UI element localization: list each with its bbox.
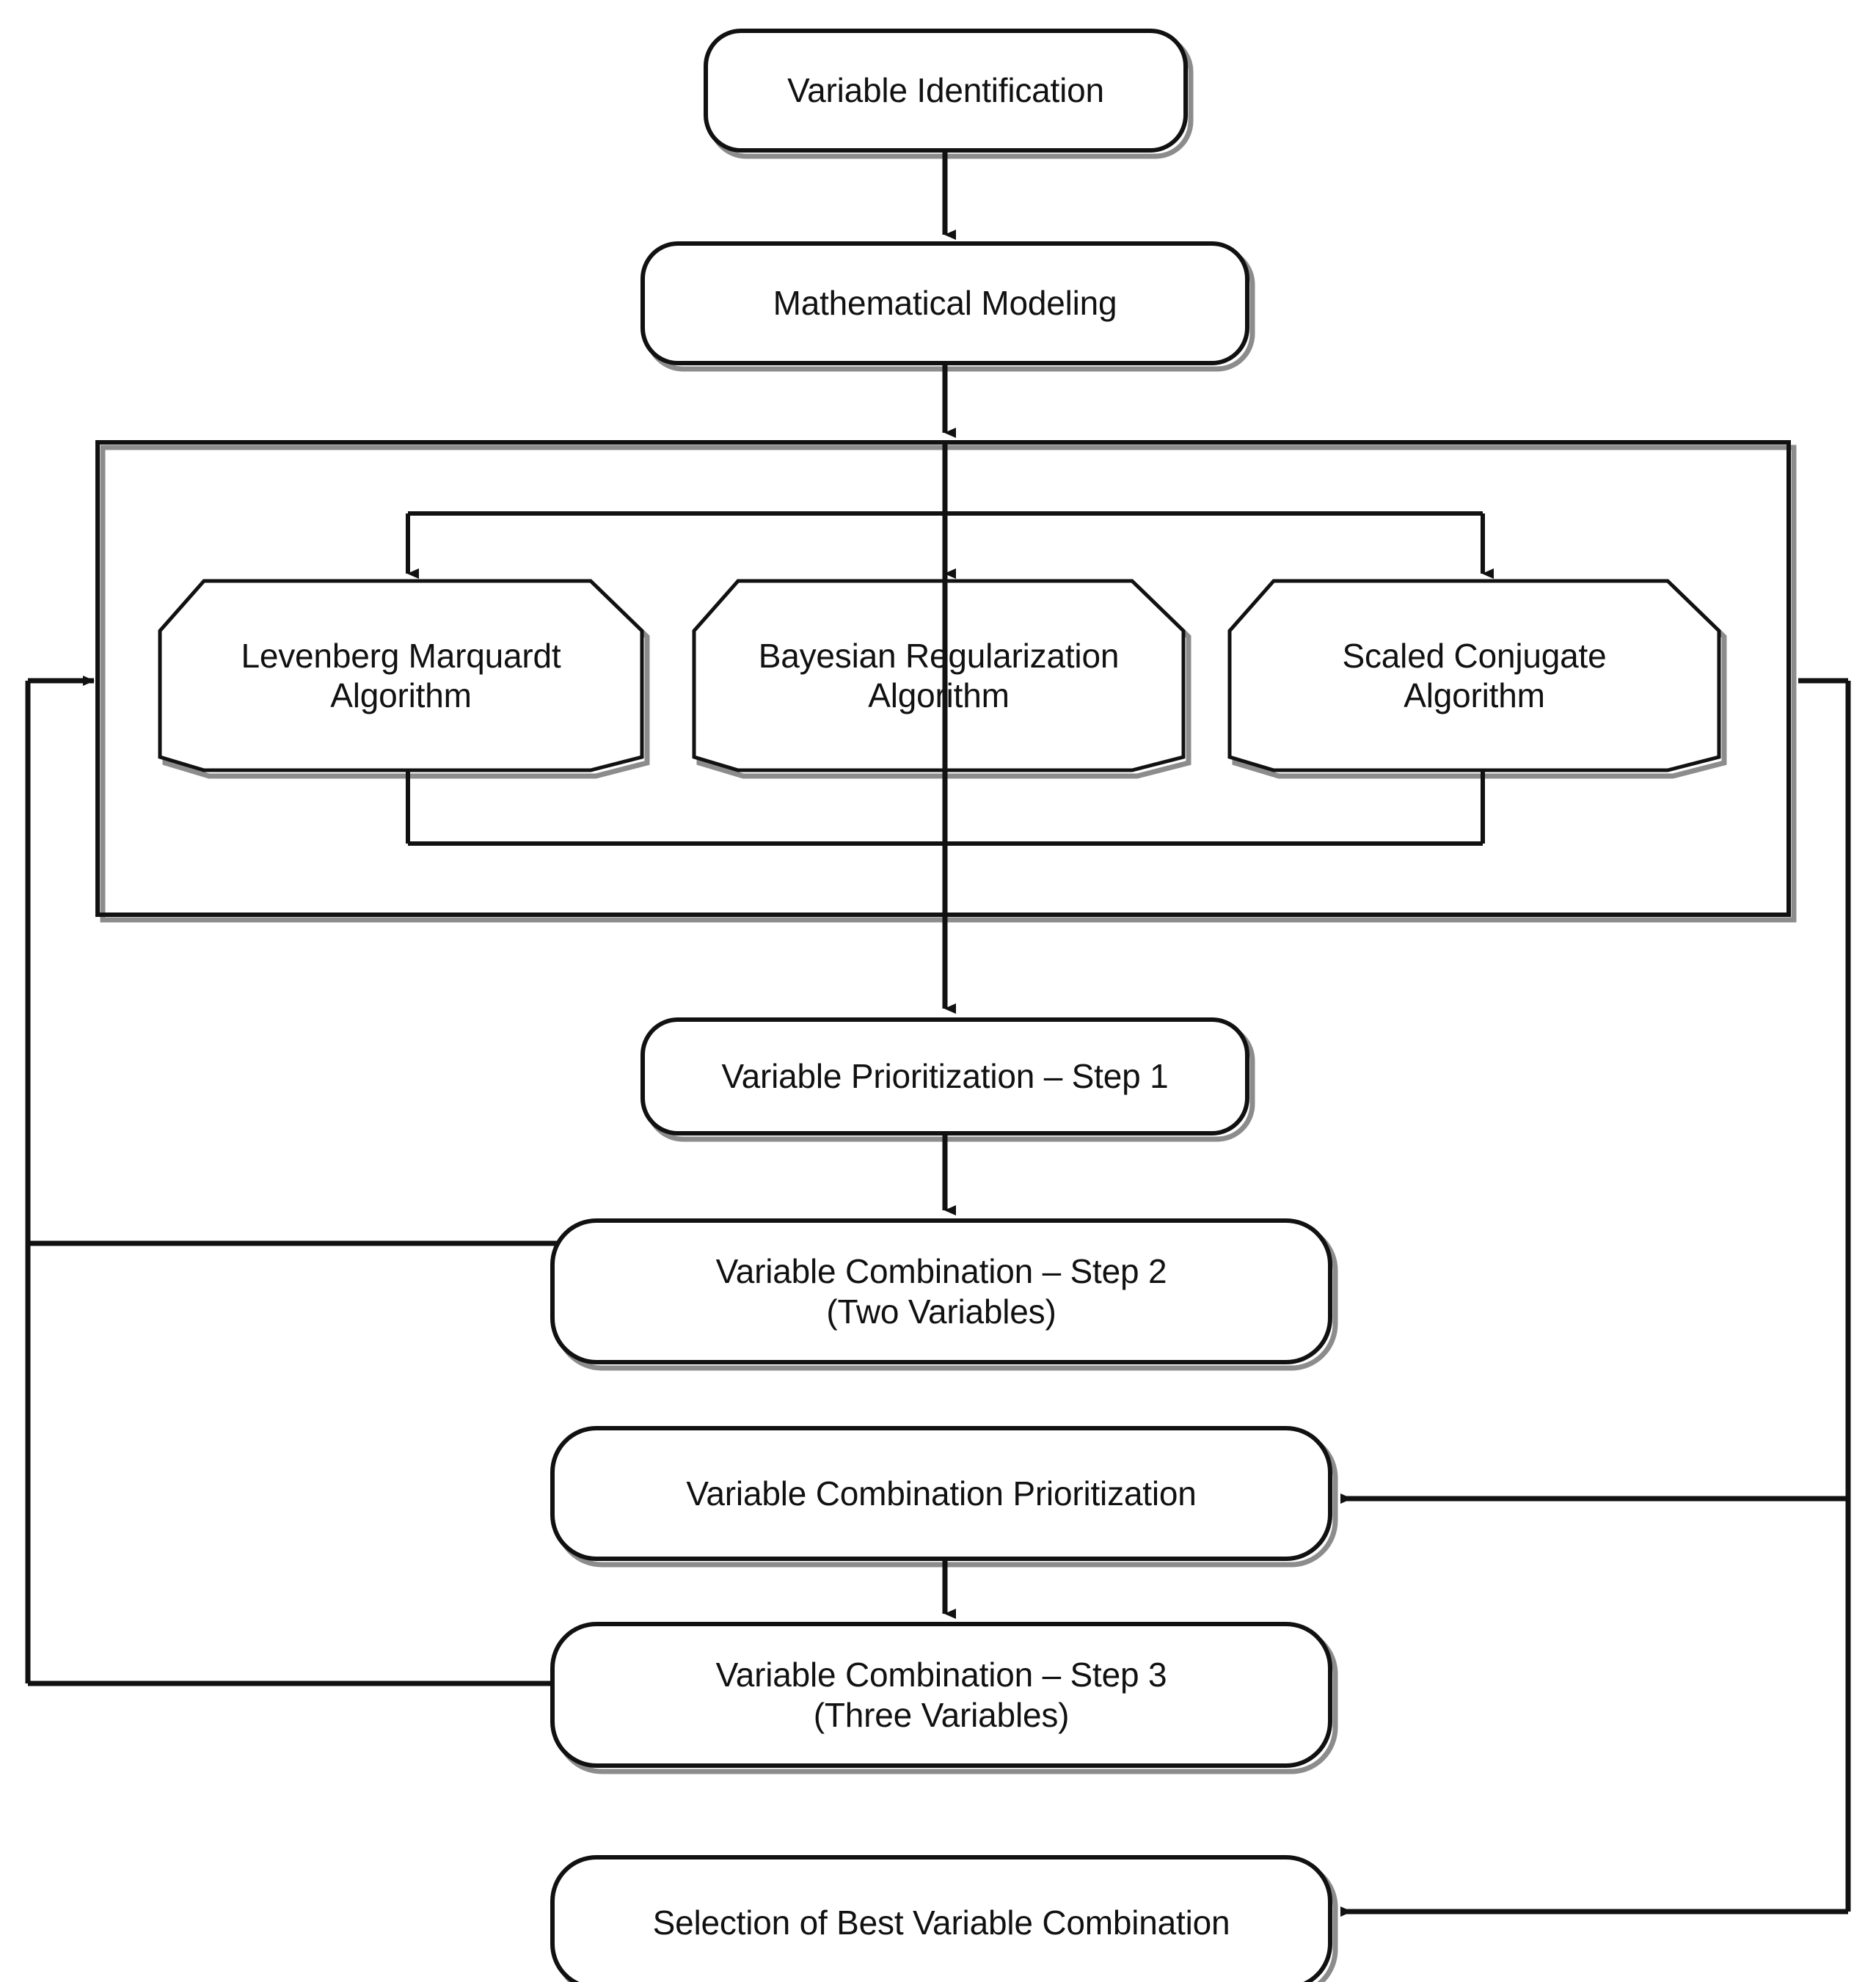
node-variable-prioritization-step1-shape — [640, 1017, 1249, 1136]
node-outlines — [640, 29, 1249, 365]
node-outlines-lower — [550, 1017, 1332, 1982]
node-variable-combination-step2-shape — [550, 1218, 1332, 1364]
node-levenberg-marquardt-shape — [158, 579, 644, 772]
node-scaled-conjugate-shape — [1227, 579, 1721, 772]
node-variable-combination-prioritization-shape — [550, 1426, 1332, 1561]
node-mathematical-modeling-shape — [640, 241, 1249, 365]
connector-overlays — [406, 447, 1494, 1014]
node-outlines-octagons — [158, 579, 1721, 772]
node-bayesian-regularization-shape — [692, 579, 1186, 772]
node-variable-combination-step3-shape — [550, 1622, 1332, 1768]
node-variable-identification-shape — [704, 29, 1188, 153]
node-selection-best-combination-shape — [550, 1855, 1332, 1982]
